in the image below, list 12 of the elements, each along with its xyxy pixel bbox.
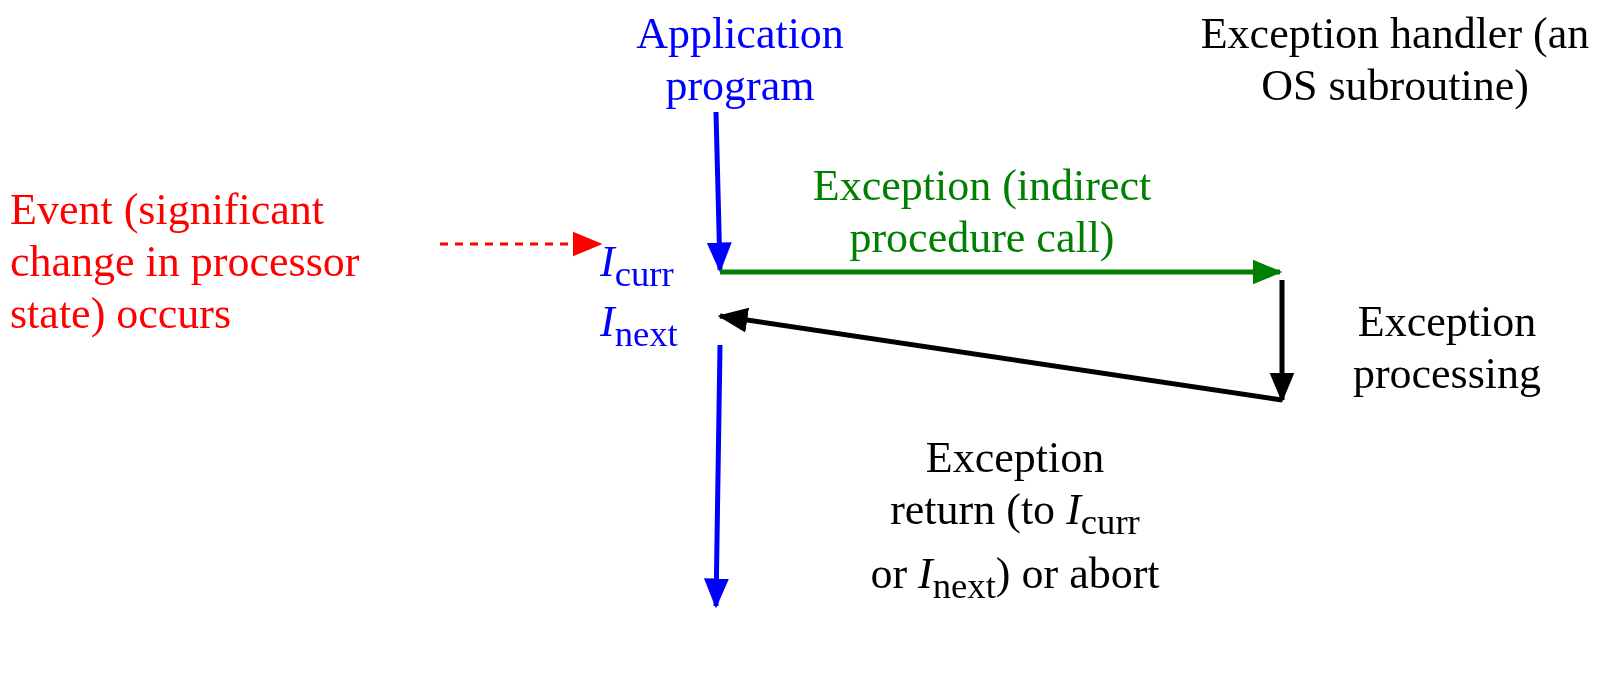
arrow [706, 111, 732, 273]
node-label: Event (significant change in processor state) occurs [10, 184, 440, 340]
arrow [440, 231, 603, 257]
node-label: Exception processing [1282, 296, 1612, 400]
edge-label: Exception return (to I$_{curr}$ or I$_{next}$) or abort [870, 432, 1160, 608]
node-label: Exception handler (an OS subroutine) [1185, 8, 1605, 112]
arrow [720, 259, 1283, 285]
arrow [717, 307, 1283, 403]
node-label: Application program [610, 8, 870, 112]
edge-label: Exception (indirect procedure call) [811, 160, 1153, 264]
arrow [703, 344, 729, 609]
arrow [1269, 280, 1295, 403]
